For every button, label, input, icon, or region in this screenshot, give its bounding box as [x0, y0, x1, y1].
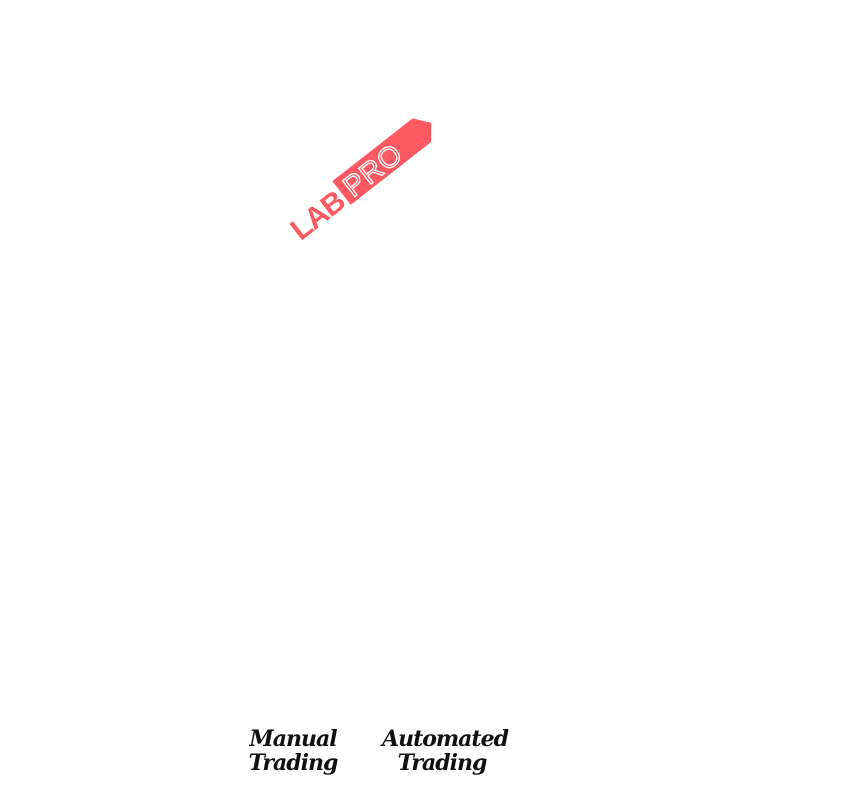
labpro-logo: LAB PRO	[281, 108, 444, 246]
svg-text:LAB: LAB	[285, 185, 352, 246]
automated-trading-option[interactable]: Automated Trading	[382, 726, 509, 776]
automated-trading-line1: Automated	[382, 726, 509, 752]
manual-trading-line2: Trading	[248, 750, 339, 776]
automated-trading-line2: Trading	[397, 750, 488, 776]
manual-trading-line1: Manual	[249, 726, 337, 752]
manual-trading-option[interactable]: Manual Trading	[243, 727, 343, 775]
